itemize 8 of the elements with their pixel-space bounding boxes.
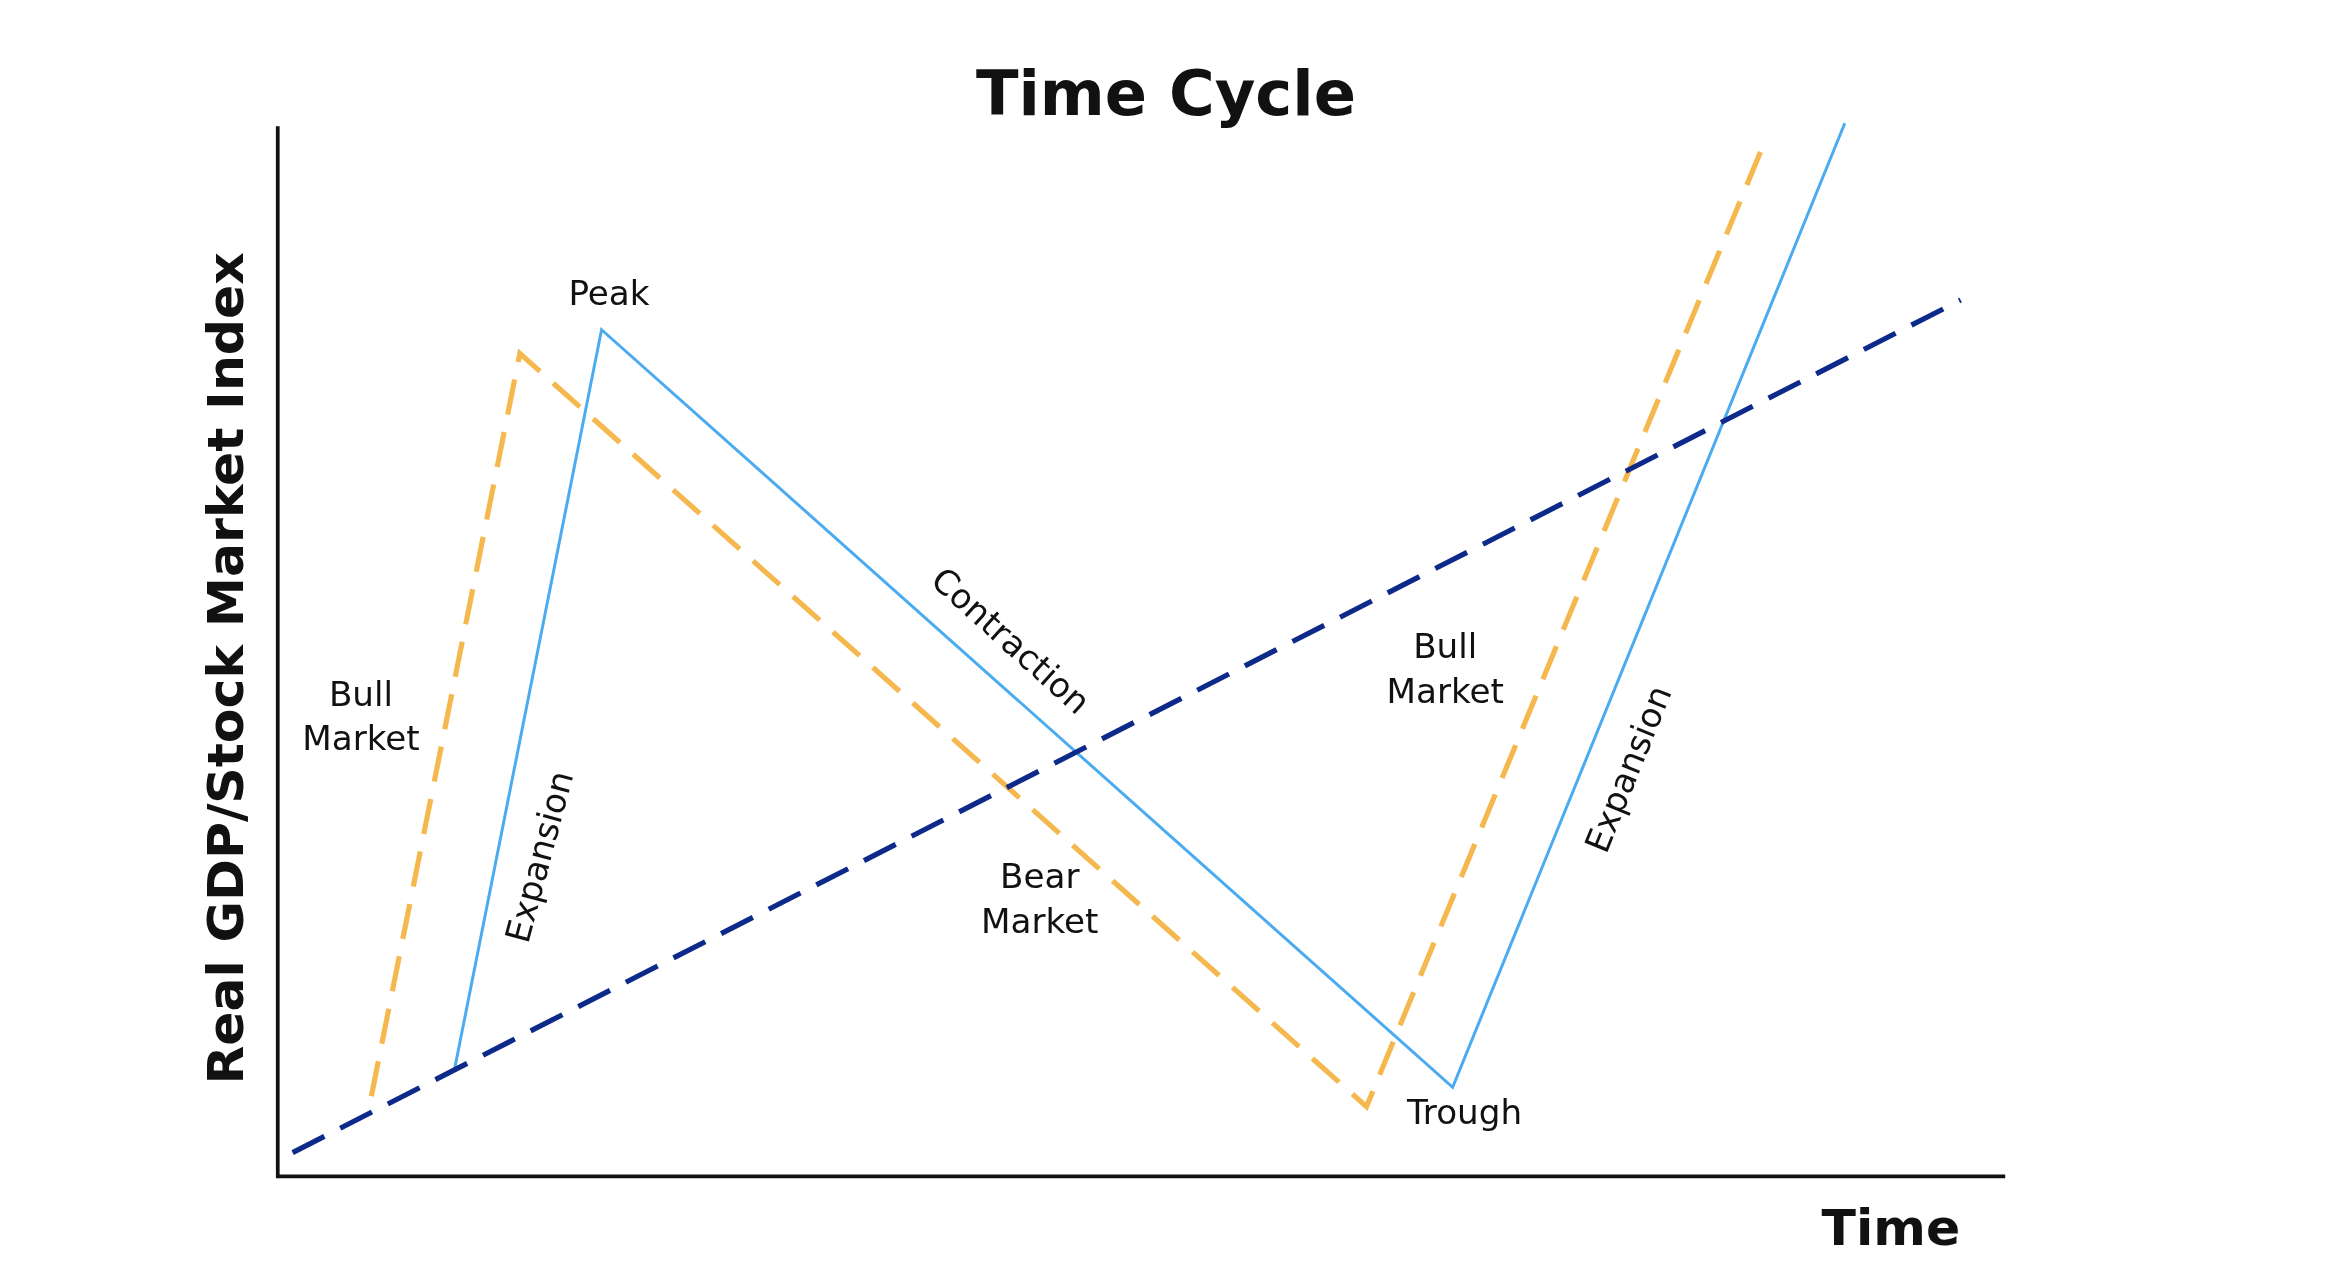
axis-title: Time bbox=[1821, 1196, 1961, 1259]
axis-title: Real GDP/Stock Market Index bbox=[194, 252, 257, 1085]
chart-title: Time Cycle bbox=[975, 56, 1357, 133]
annotation-label: Bull Market bbox=[301, 673, 421, 760]
annotation-label: Peak bbox=[568, 272, 650, 314]
annotation-label: Trough bbox=[1407, 1092, 1523, 1134]
annotation-label: Bull Market bbox=[1385, 625, 1505, 712]
annotation-label: Bear Market bbox=[980, 856, 1100, 943]
